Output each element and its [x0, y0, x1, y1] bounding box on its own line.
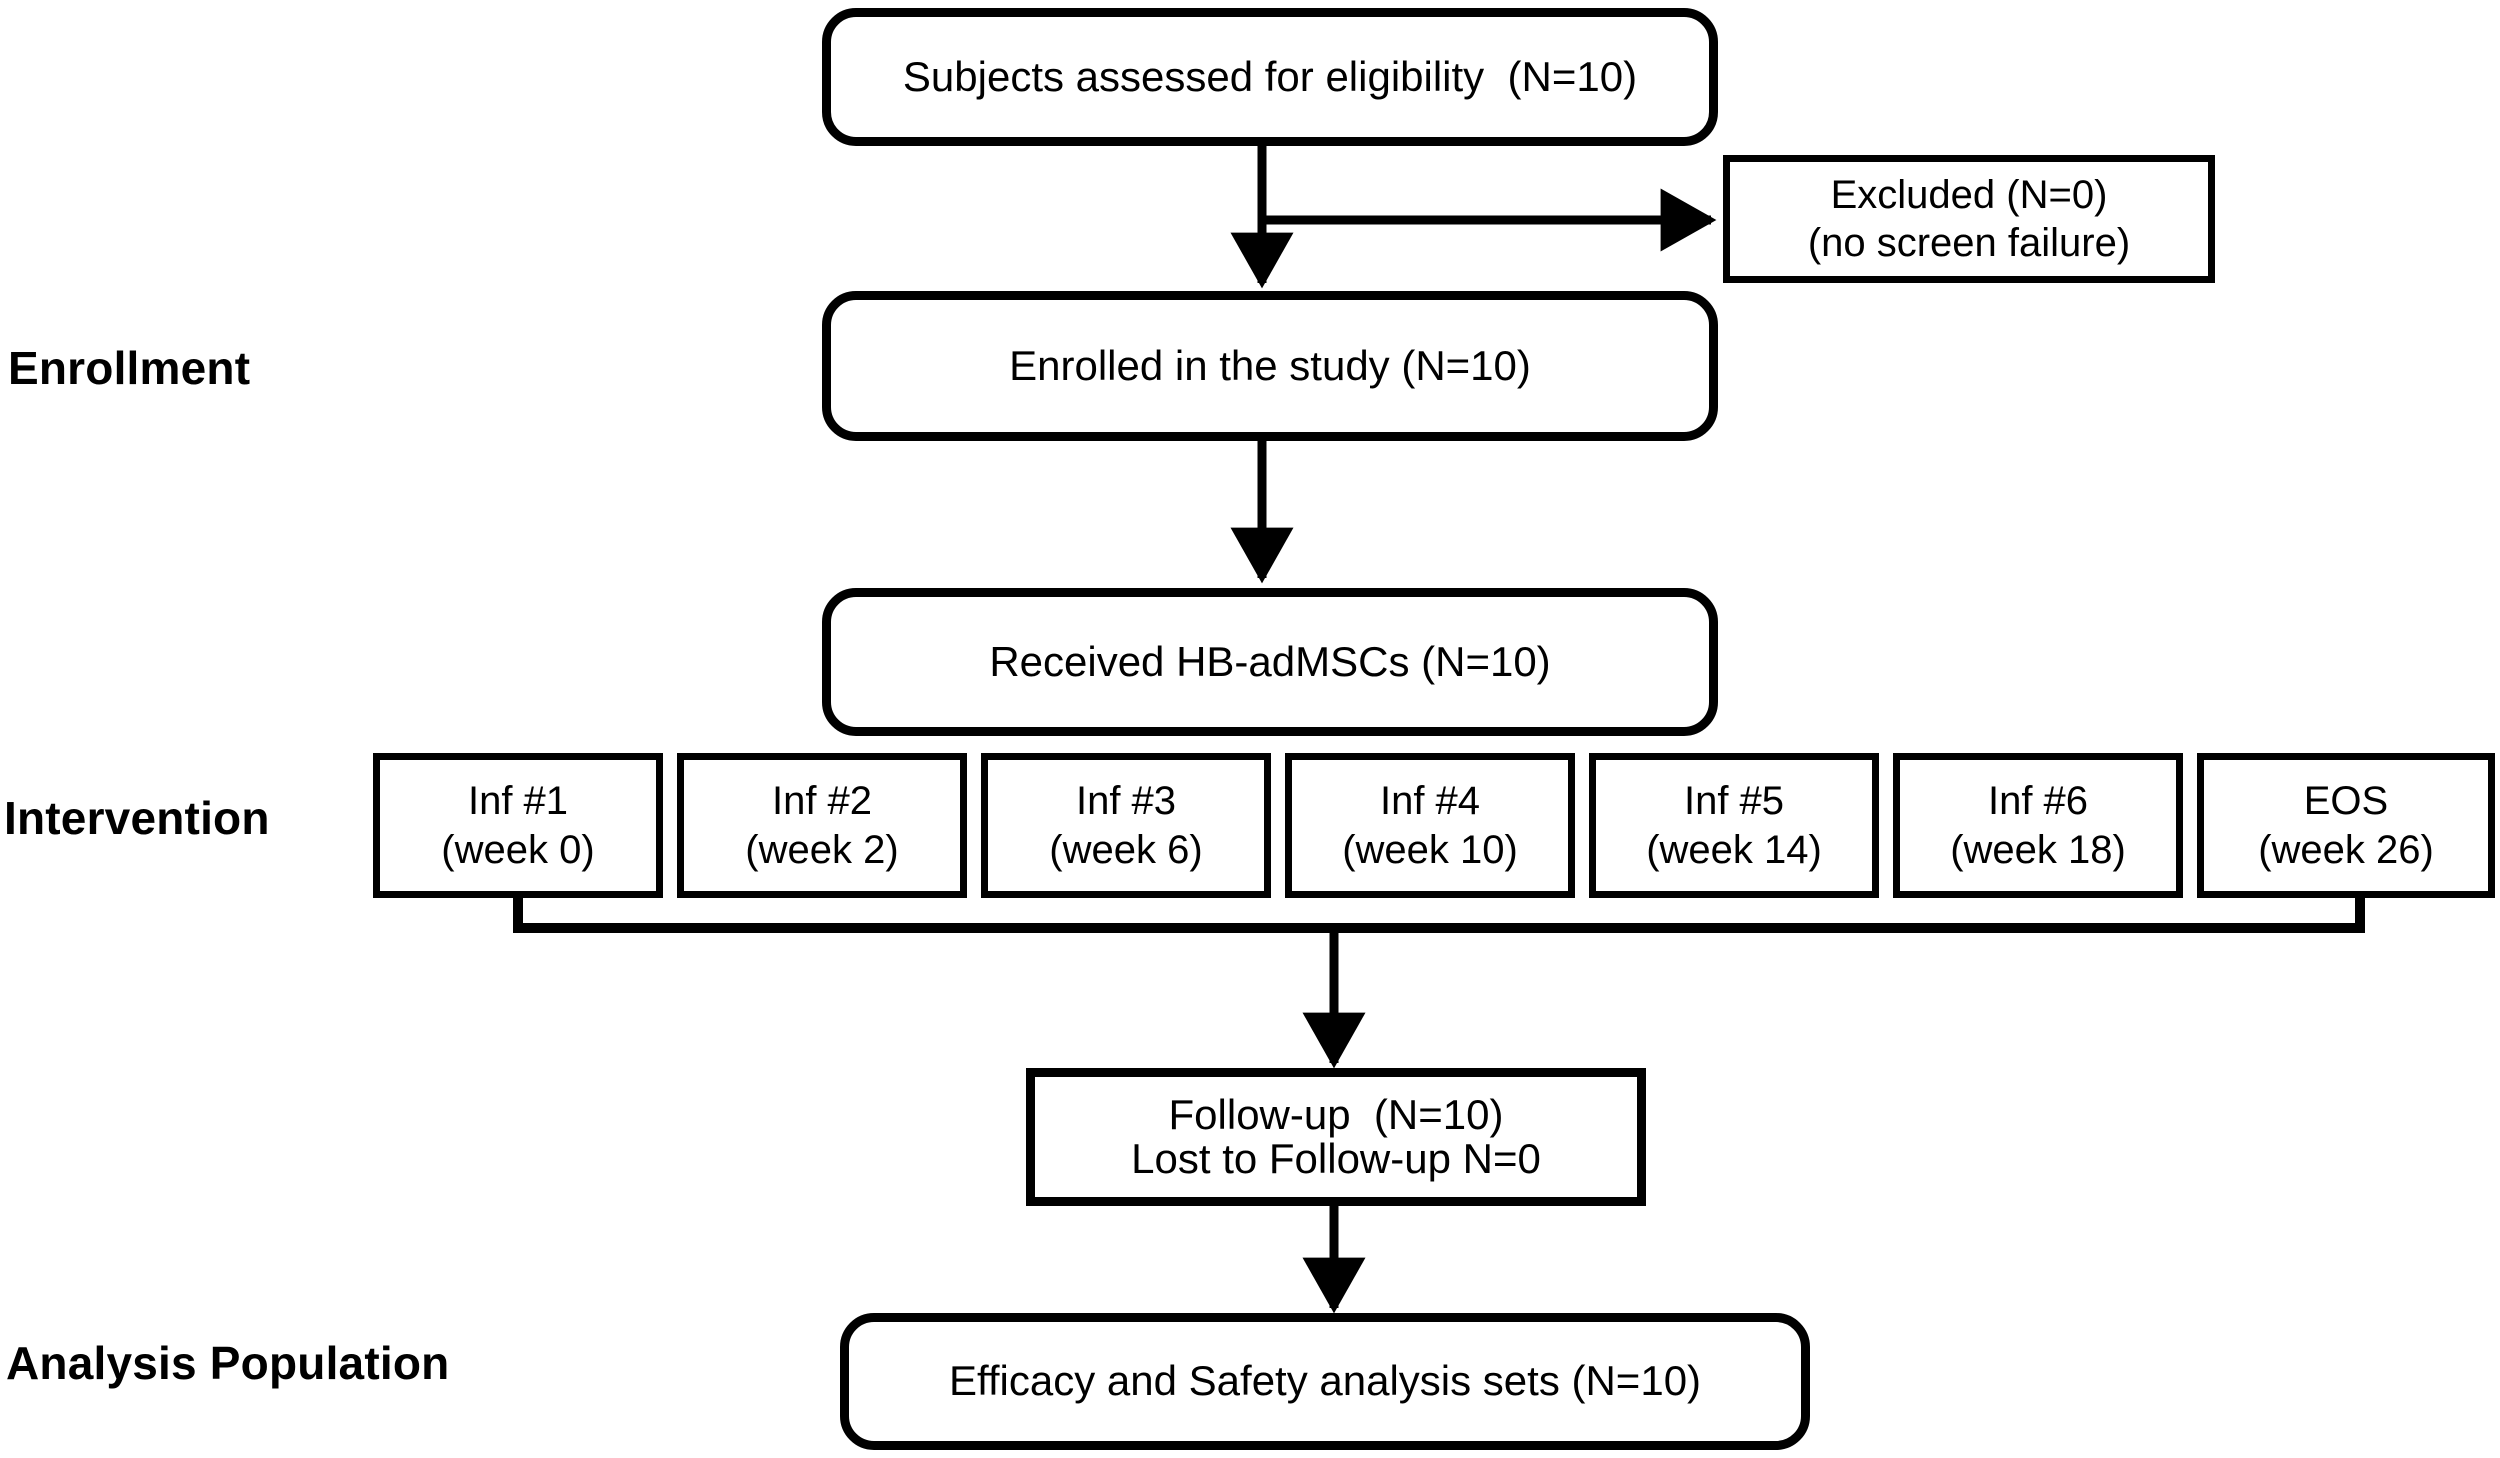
- intervention-box-inf-2-line-1: Inf #2: [771, 778, 873, 823]
- node-subjects-assessed[interactable]: Subjects assessed for eligibility (N=10): [822, 8, 1718, 146]
- stage-label-intervention: Intervention: [4, 792, 270, 844]
- intervention-box-inf-5-line-2: (week 14): [1646, 827, 1822, 872]
- intervention-box-inf-4-line-2: (week 10): [1342, 827, 1518, 872]
- intervention-box-inf-1-line-1: Inf #1: [467, 778, 569, 823]
- node-enrolled-in-study-line-1: Enrolled in the study (N=10): [1009, 341, 1531, 389]
- connector-intervention-bracket: [513, 898, 2365, 933]
- intervention-box-inf-6-line-1: Inf #6: [1987, 778, 2089, 823]
- intervention-box-eos-line-1: EOS: [2303, 778, 2389, 823]
- intervention-box-inf-5-line-1: Inf #5: [1683, 778, 1785, 823]
- node-received-hb-admscs-line-1: Received HB-adMSCs (N=10): [989, 637, 1551, 685]
- intervention-box-inf-6-line-2: (week 18): [1950, 827, 2126, 872]
- intervention-box-inf-3[interactable]: Inf #3 (week 6): [981, 753, 1271, 898]
- node-follow-up-line-1: Follow-up (N=10): [1168, 1090, 1504, 1138]
- intervention-box-inf-1[interactable]: Inf #1 (week 0): [373, 753, 663, 898]
- node-subjects-assessed-line-1: Subjects assessed for eligibility (N=10): [902, 52, 1638, 100]
- intervention-box-inf-3-line-2: (week 6): [1049, 827, 1203, 872]
- intervention-box-inf-3-line-1: Inf #3: [1075, 778, 1177, 823]
- node-excluded-line-1: Excluded (N=0): [1830, 173, 2108, 217]
- intervention-box-inf-6[interactable]: Inf #6 (week 18): [1893, 753, 2183, 898]
- intervention-box-inf-1-line-2: (week 0): [441, 827, 595, 872]
- intervention-box-inf-4[interactable]: Inf #4 (week 10): [1285, 753, 1575, 898]
- node-follow-up[interactable]: Follow-up (N=10) Lost to Follow-up N=0: [1026, 1068, 1646, 1206]
- intervention-box-inf-2-line-2: (week 2): [745, 827, 899, 872]
- intervention-box-eos[interactable]: EOS (week 26): [2197, 753, 2495, 898]
- stage-label-enrollment: Enrollment: [8, 342, 251, 394]
- node-excluded-line-2: (no screen failure): [1807, 221, 2131, 265]
- node-received-hb-admscs[interactable]: Received HB-adMSCs (N=10): [822, 588, 1718, 736]
- node-efficacy-safety-analysis-sets[interactable]: Efficacy and Safety analysis sets (N=10): [840, 1313, 1810, 1450]
- stage-label-analysis-population: Analysis Population: [6, 1337, 450, 1389]
- node-efficacy-safety-analysis-sets-line-1: Efficacy and Safety analysis sets (N=10): [948, 1357, 1702, 1405]
- intervention-box-inf-2[interactable]: Inf #2 (week 2): [677, 753, 967, 898]
- node-excluded[interactable]: Excluded (N=0) (no screen failure): [1723, 155, 2215, 283]
- intervention-box-inf-5[interactable]: Inf #5 (week 14): [1589, 753, 1879, 898]
- node-enrolled-in-study[interactable]: Enrolled in the study (N=10): [822, 291, 1718, 441]
- node-follow-up-line-2: Lost to Follow-up N=0: [1131, 1135, 1541, 1182]
- intervention-box-inf-4-line-1: Inf #4: [1379, 778, 1481, 823]
- intervention-box-eos-line-2: (week 26): [2258, 827, 2434, 872]
